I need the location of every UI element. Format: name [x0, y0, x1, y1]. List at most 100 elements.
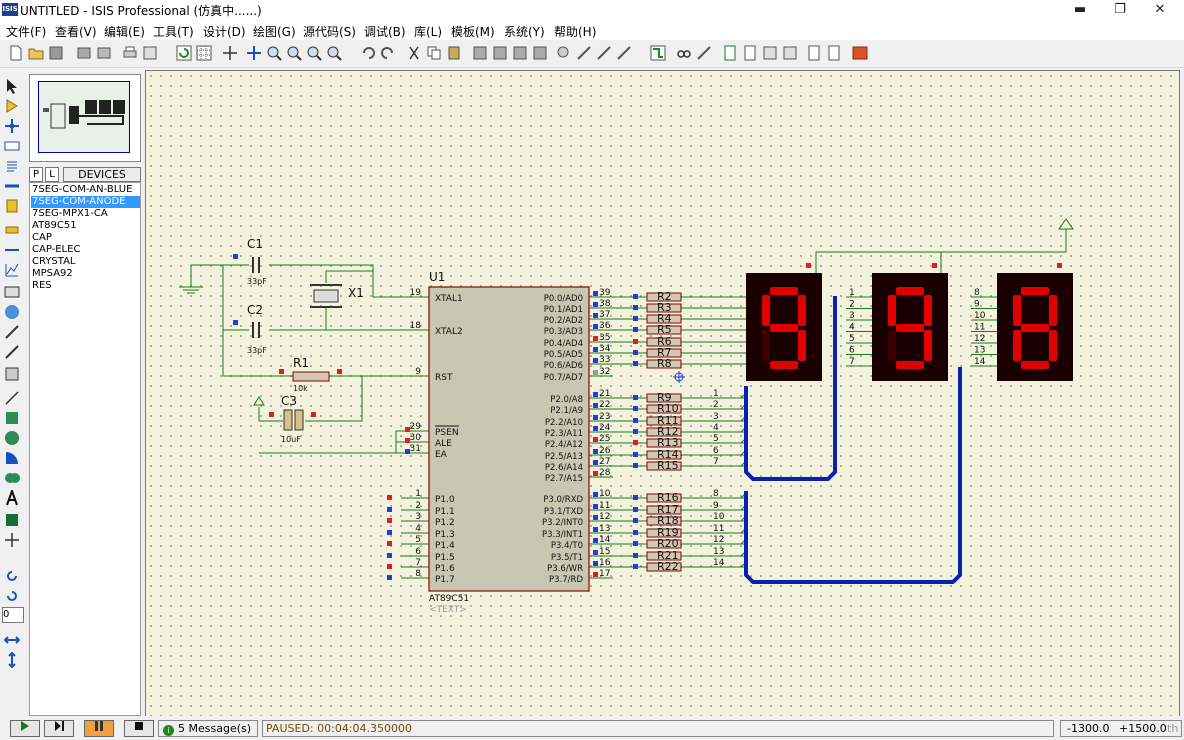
junction-dot-icon[interactable]	[4, 118, 20, 134]
electrical-check-icon[interactable]	[826, 45, 842, 61]
resistor-body[interactable]	[646, 528, 682, 538]
zoom-in-icon[interactable]	[266, 45, 282, 61]
wire-label-icon[interactable]	[4, 138, 20, 154]
component-mode-icon[interactable]	[4, 98, 20, 114]
virtual-instruments-icon[interactable]	[4, 366, 20, 382]
block-copy-icon[interactable]	[472, 45, 488, 61]
restore-button[interactable]: ❐	[1114, 2, 1126, 17]
resistor-body[interactable]	[646, 516, 682, 526]
resistor-body[interactable]	[646, 292, 682, 302]
search-tag-icon[interactable]	[676, 45, 692, 61]
pick-device-icon[interactable]	[556, 45, 572, 61]
zoom-out-icon[interactable]	[286, 45, 302, 61]
pan-icon[interactable]	[246, 45, 262, 61]
open-folder-icon[interactable]	[28, 45, 44, 61]
menu-design[interactable]: 设计(D)	[203, 25, 246, 39]
resistor-body[interactable]	[646, 450, 682, 460]
copy-icon[interactable]	[426, 45, 442, 61]
rotation-angle-input[interactable]: 0	[2, 607, 24, 623]
menu-tools[interactable]: 工具(T)	[153, 25, 194, 39]
print-area-icon[interactable]	[142, 45, 158, 61]
menu-template[interactable]: 模板(M)	[451, 25, 495, 39]
device-item[interactable]: AT89C51	[32, 220, 77, 231]
menu-library[interactable]: 库(L)	[414, 25, 443, 39]
origin-icon[interactable]	[222, 45, 238, 61]
minimize-button[interactable]: ▬	[1073, 2, 1087, 17]
menu-help[interactable]: 帮助(H)	[554, 25, 597, 39]
resistor-body[interactable]	[646, 493, 682, 503]
menu-system[interactable]: 系统(Y)	[504, 25, 545, 39]
menu-view[interactable]: 查看(V)	[55, 25, 97, 39]
close-button[interactable]: ✕	[1154, 2, 1166, 17]
tape-recorder-icon[interactable]	[4, 284, 20, 300]
paste-icon[interactable]	[446, 45, 462, 61]
resistor-body[interactable]	[646, 505, 682, 515]
resistor-r1[interactable]	[292, 371, 330, 382]
resistor-body[interactable]	[646, 359, 682, 369]
pause-button[interactable]	[84, 720, 114, 737]
ares-netlist-icon[interactable]	[852, 45, 868, 61]
new-file-icon[interactable]	[8, 45, 24, 61]
menu-debug[interactable]: 调试(B)	[364, 25, 406, 39]
voltage-probe-icon[interactable]	[4, 324, 20, 340]
refresh-icon[interactable]	[176, 45, 192, 61]
device-item[interactable]: CRYSTAL	[32, 256, 76, 267]
resistor-body[interactable]	[646, 348, 682, 358]
resistor-body[interactable]	[646, 404, 682, 414]
current-probe-icon[interactable]	[4, 344, 20, 360]
menu-graph[interactable]: 绘图(G)	[253, 25, 296, 39]
resistor-body[interactable]	[646, 314, 682, 324]
box-tool-icon[interactable]	[4, 410, 20, 426]
library-manager-button[interactable]: L	[45, 167, 59, 182]
wire-autorouter-icon[interactable]	[650, 45, 666, 61]
exit-to-parent-icon[interactable]	[762, 45, 778, 61]
save-icon[interactable]	[48, 45, 64, 61]
device-item[interactable]: 7SEG-MPX1-CA	[32, 208, 108, 219]
block-delete-icon[interactable]	[532, 45, 548, 61]
menu-edit[interactable]: 编辑(E)	[104, 25, 145, 39]
resistor-body[interactable]	[646, 562, 682, 572]
text-script-icon[interactable]	[4, 158, 20, 174]
line-tool-icon[interactable]	[4, 390, 20, 406]
capacitor-c2[interactable]	[252, 322, 260, 338]
marker-tool-icon[interactable]	[4, 532, 20, 548]
play-button[interactable]	[10, 720, 40, 737]
circle-tool-icon[interactable]	[4, 430, 20, 446]
rotate-ccw-icon[interactable]	[4, 588, 20, 604]
terminals-mode-icon[interactable]	[4, 222, 20, 238]
crystal-x1[interactable]	[313, 289, 339, 303]
resistor-body[interactable]	[646, 416, 682, 426]
resistor-body[interactable]	[646, 427, 682, 437]
block-rotate-icon[interactable]	[512, 45, 528, 61]
u1-body[interactable]	[428, 286, 590, 592]
pick-devices-button[interactable]: P	[29, 167, 43, 182]
capacitor-c3[interactable]	[283, 409, 293, 431]
menu-source[interactable]: 源代码(S)	[303, 25, 356, 39]
export-icon[interactable]	[96, 45, 112, 61]
overview-viewport[interactable]	[38, 81, 130, 153]
new-sheet-icon[interactable]	[722, 45, 738, 61]
device-item[interactable]: CAP-ELEC	[32, 244, 81, 255]
mirror-x-icon[interactable]	[4, 632, 20, 648]
resistor-body[interactable]	[646, 393, 682, 403]
stop-button[interactable]	[124, 720, 154, 737]
resistor-body[interactable]	[646, 303, 682, 313]
decompose-icon[interactable]	[616, 45, 632, 61]
grid-icon[interactable]	[196, 45, 212, 61]
resistor-body[interactable]	[646, 337, 682, 347]
cut-icon[interactable]	[406, 45, 422, 61]
mirror-y-icon[interactable]	[4, 652, 20, 668]
generator-icon[interactable]	[4, 304, 20, 320]
resistor-body[interactable]	[646, 551, 682, 561]
block-move-icon[interactable]	[492, 45, 508, 61]
subcircuit-icon[interactable]	[4, 198, 20, 214]
device-pins-icon[interactable]	[4, 242, 20, 258]
zoom-all-icon[interactable]	[306, 45, 322, 61]
device-item[interactable]: RES	[32, 280, 52, 291]
step-button[interactable]	[44, 720, 74, 737]
redo-icon[interactable]	[380, 45, 396, 61]
overview-window[interactable]	[29, 74, 141, 162]
symbol-tool-icon[interactable]	[4, 512, 20, 528]
undo-icon[interactable]	[360, 45, 376, 61]
